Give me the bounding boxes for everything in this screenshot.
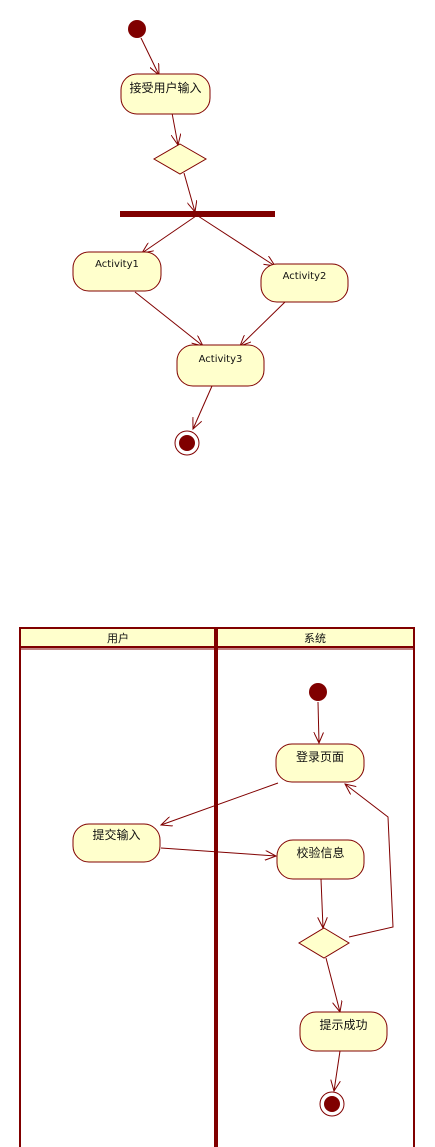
activity-login-page: 登录页面: [275, 743, 365, 783]
activity-submit-input-label: 提交输入: [92, 827, 140, 842]
swimlane-start-node: [309, 683, 327, 701]
lane-header-user: 用户: [107, 631, 129, 645]
edge-success-to-end: [334, 1050, 340, 1091]
activity-1-label: Activity1: [95, 259, 139, 270]
edge-activity2-to-activity3: [240, 301, 286, 346]
decision-node: [152, 143, 208, 175]
swimlane-end-node: [319, 1091, 345, 1117]
end-node: [174, 430, 200, 456]
diagram-1: 接受用户输入 Activity1 Activity2 Activity3: [72, 20, 349, 456]
edge-activity1-to-activity3: [134, 291, 203, 346]
activity-3: Activity3: [176, 344, 265, 387]
edge-login-to-submit: [161, 782, 279, 825]
edge-fork-to-activity2: [197, 215, 275, 266]
edge-decision-to-fork: [183, 172, 195, 212]
start-node: [128, 20, 146, 38]
edge-start-to-login: [318, 701, 319, 743]
edge-verify-to-decision: [321, 878, 323, 928]
activity-1: Activity1: [72, 251, 162, 292]
activity-2: Activity2: [260, 263, 349, 303]
lane-header-system: 系统: [304, 632, 326, 645]
activity-verify-info: 校验信息: [276, 839, 365, 880]
activity-show-success-label: 提示成功: [319, 1017, 367, 1032]
edge-start-to-input: [140, 37, 159, 75]
activity-submit-input: 提交输入: [72, 823, 161, 863]
activity-receive-input-label: 接受用户输入: [129, 80, 201, 95]
swimlane-decision-node: [298, 927, 350, 959]
edge-fork-to-activity1: [142, 215, 197, 253]
activity-3-label: Activity3: [199, 354, 243, 365]
edge-input-to-decision: [172, 112, 178, 145]
activity-verify-info-label: 校验信息: [296, 845, 344, 860]
edge-decision-to-success: [325, 957, 340, 1012]
swimlane-frame: [19, 627, 415, 1147]
diagram-2: 用户 系统 登录页面 提交输入 校验信息 提: [19, 627, 415, 1147]
edge-submit-to-verify: [160, 847, 276, 856]
fork-bar: [120, 211, 275, 217]
edge-decision-loop-to-login: [345, 784, 394, 938]
activity-show-success: 提示成功: [299, 1011, 388, 1052]
edge-activity3-to-end: [193, 385, 213, 429]
activity-2-label: Activity2: [283, 271, 327, 282]
activity-login-page-label: 登录页面: [296, 749, 344, 764]
activity-receive-input: 接受用户输入: [120, 73, 211, 115]
